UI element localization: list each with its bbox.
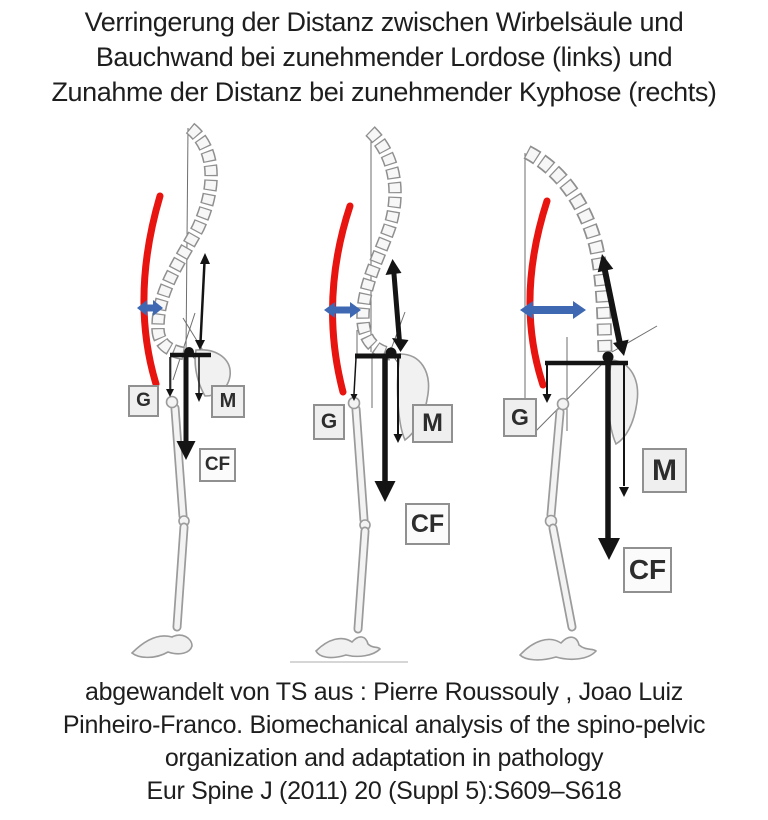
abdominal-wall-line <box>526 197 551 389</box>
distance-arrow <box>324 302 361 318</box>
hip-joint <box>165 395 179 409</box>
label-box-cf-middle: CF <box>405 503 450 545</box>
force-arrowheads <box>166 253 210 460</box>
abdominal-wall-line <box>329 202 354 396</box>
label-box-m-right: M <box>642 448 687 493</box>
label-box-m-left: M <box>211 385 245 418</box>
hip-joint <box>556 397 570 411</box>
foot-bone <box>518 636 598 661</box>
force-arrow-shafts <box>353 267 402 484</box>
label-box-cf-right: CF <box>623 547 672 593</box>
figure-left-lordosis <box>130 122 231 659</box>
label-box-g-left: G <box>128 385 159 417</box>
force-arrow-shafts <box>545 265 628 538</box>
slide-title: Verringerung der Distanz zwischen Wirbel… <box>51 7 717 107</box>
force-arrowheads <box>350 259 409 502</box>
spine-column <box>523 145 613 353</box>
force-arrowheads <box>542 254 629 560</box>
figure-right-kyphosis <box>518 145 658 661</box>
label-box-g-middle: G <box>313 404 345 440</box>
foot-bone <box>315 636 382 659</box>
foot-bone <box>130 634 193 659</box>
skeleton <box>290 353 430 663</box>
label-box-g-right: G <box>503 398 537 437</box>
distance-arrow <box>520 301 586 319</box>
figure-middle-moderate <box>290 126 430 663</box>
distance-arrow <box>137 300 163 316</box>
label-box-cf-left: CF <box>199 448 236 482</box>
pelvis-bone <box>607 359 639 446</box>
source-caption: abgewandelt von TS aus : Pierre Roussoul… <box>62 678 706 805</box>
abdominal-wall-line <box>140 192 164 388</box>
spine-column <box>151 122 218 361</box>
skeleton <box>130 349 231 659</box>
label-box-m-middle: M <box>412 404 453 443</box>
skeleton <box>518 359 639 661</box>
spine-column <box>356 126 402 361</box>
